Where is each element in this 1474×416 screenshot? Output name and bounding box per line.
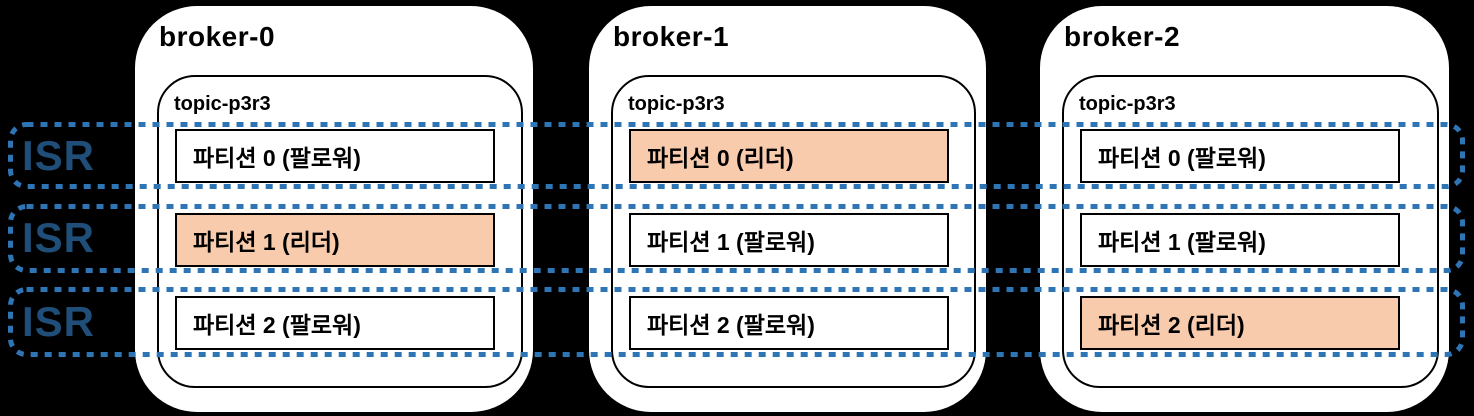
partition-label: 파티션 1 (리더) — [193, 229, 340, 255]
partition-row: 파티션 0 (팔로워) — [1080, 129, 1400, 183]
broker-name-label: broker-0 — [159, 21, 276, 52]
broker-0-box: broker-0 topic-p3r3 파티션 0 (팔로워) 파티션 1 (리… — [135, 6, 533, 412]
isr-label: ISR — [22, 214, 96, 261]
partition-label: 파티션 0 (팔로워) — [1098, 145, 1266, 171]
broker-name-label: broker-2 — [1064, 21, 1181, 52]
isr-label: ISR — [22, 132, 96, 179]
partition-row: 파티션 1 (팔로워) — [1080, 213, 1400, 267]
partition-row: 파티션 2 (팔로워) — [629, 296, 949, 350]
partition-row: 파티션 1 (팔로워) — [629, 213, 949, 267]
partition-label: 파티션 2 (팔로워) — [647, 312, 815, 338]
isr-label: ISR — [22, 298, 96, 345]
partition-label: 파티션 0 (팔로워) — [193, 145, 361, 171]
partition-row: 파티션 0 (리더) — [629, 129, 949, 183]
broker-name-label: broker-1 — [613, 21, 730, 52]
partition-row: 파티션 1 (리더) — [175, 213, 495, 267]
partition-row: 파티션 2 (팔로워) — [175, 296, 495, 350]
topic-name-label: topic-p3r3 — [174, 93, 271, 115]
partition-label: 파티션 0 (리더) — [647, 145, 794, 171]
partition-row: 파티션 2 (리더) — [1080, 296, 1400, 350]
topic-name-label: topic-p3r3 — [1079, 93, 1176, 115]
partition-row: 파티션 0 (팔로워) — [175, 129, 495, 183]
broker-2-box: broker-2 topic-p3r3 파티션 0 (팔로워) 파티션 1 (팔… — [1040, 6, 1449, 412]
topic-name-label: topic-p3r3 — [628, 93, 725, 115]
partition-label: 파티션 1 (팔로워) — [647, 229, 815, 255]
partition-label: 파티션 2 (팔로워) — [193, 312, 361, 338]
partition-label: 파티션 2 (리더) — [1098, 312, 1245, 338]
partition-label: 파티션 1 (팔로워) — [1098, 229, 1266, 255]
broker-1-box: broker-1 topic-p3r3 파티션 0 (리더) 파티션 1 (팔로… — [589, 6, 986, 412]
